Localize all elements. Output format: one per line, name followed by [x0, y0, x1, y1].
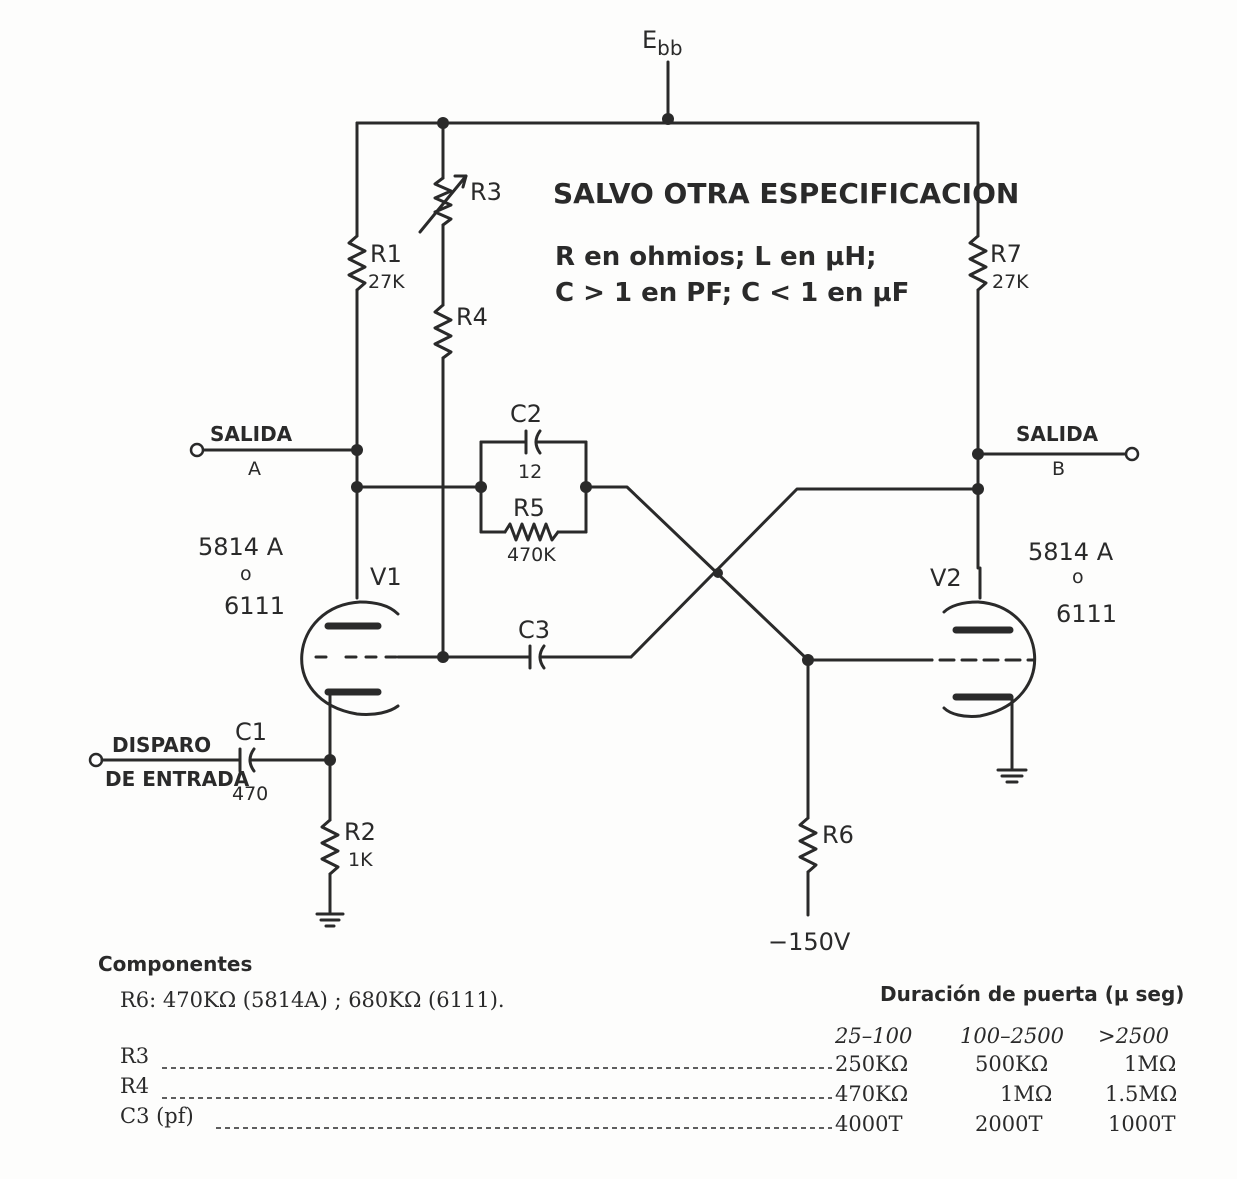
r2-value: 1K: [348, 849, 373, 871]
r3-resistor: [433, 176, 453, 227]
r2-name: R2: [344, 818, 376, 846]
table-row-label: R3: [120, 1044, 149, 1068]
neg-supply-label: −150V: [768, 928, 851, 956]
v2-type-a: 5814 A: [1028, 538, 1114, 566]
v1-or: o: [240, 563, 252, 585]
v1-type-a: 5814 A: [198, 533, 284, 561]
r5-value: 470K: [507, 544, 556, 566]
r6-resistor: R6 −150V: [768, 658, 854, 956]
r3-variable-arrow: [418, 174, 468, 234]
table-cell: 1000T: [1108, 1112, 1175, 1136]
table-cell: 250KΩ: [835, 1052, 908, 1076]
r5-resistor: [503, 522, 560, 542]
output-a-label: SALIDA: [210, 422, 293, 446]
c2-name: C2: [510, 400, 542, 428]
table-cell: 4000T: [835, 1112, 902, 1136]
ground-symbol-v2: [996, 768, 1028, 784]
table-cell: 1.5MΩ: [1105, 1082, 1177, 1106]
parts-heading: Componentes: [98, 952, 252, 976]
note-line-1: R en ohmios; L en µH;: [555, 242, 877, 272]
table-cell: 1MΩ: [1124, 1052, 1176, 1076]
output-a-terminal: SALIDA A: [189, 422, 363, 480]
v2-type-b: 6111: [1056, 600, 1117, 628]
v1-type-b: 6111: [224, 592, 285, 620]
table-title: Duración de puerta (µ seg): [880, 982, 1184, 1006]
v1-name: V1: [370, 563, 402, 591]
r3-r4-branch: R3 R4: [418, 121, 502, 663]
tube-v2: V2 5814 A o 6111: [806, 538, 1117, 770]
r6-note: R6: 470KΩ (5814A) ; 680KΩ (6111).: [120, 988, 505, 1012]
table-col-2: 100–2500: [960, 1024, 1064, 1048]
r3-name: R3: [470, 178, 502, 206]
ground-symbol-v1: [315, 912, 345, 928]
table-col-3: >2500: [1098, 1024, 1169, 1048]
v2-or: o: [1072, 566, 1084, 588]
r7-name: R7: [990, 240, 1022, 268]
table-row-label: C3 (pf): [120, 1104, 194, 1128]
output-b-terminal: SALIDA B: [972, 422, 1140, 480]
output-b-sub: B: [1052, 458, 1065, 480]
parts-list: Componentes R6: 470KΩ (5814A) ; 680KΩ (6…: [98, 952, 505, 1012]
trigger-label-2: DE ENTRADA: [105, 767, 250, 791]
c2-value: 12: [518, 461, 542, 483]
table-cell: 1MΩ: [1000, 1082, 1052, 1106]
c1-name: C1: [235, 718, 267, 746]
r7-value: 27K: [992, 271, 1029, 293]
r4-name: R4: [456, 303, 488, 331]
v2-name: V2: [930, 564, 962, 592]
table-cell: 500KΩ: [975, 1052, 1048, 1076]
gate-duration-table: Duración de puerta (µ seg) 25–100 100–25…: [120, 982, 1184, 1136]
r1-value: 27K: [368, 271, 405, 293]
table-cell: 2000T: [975, 1112, 1042, 1136]
cross-coupling: [584, 483, 984, 666]
c1-value: 470: [232, 783, 268, 805]
r7-resistor: R7 27K: [968, 121, 1029, 570]
specification-note: SALVO OTRA ESPECIFICACION R en ohmios; L…: [553, 177, 1019, 308]
c3-name: C3: [518, 616, 550, 644]
r1-resistor: R1 27K: [347, 121, 405, 570]
tube-v1: V1 5814 A o 6111: [198, 533, 445, 764]
table-row-label: R4: [120, 1074, 149, 1098]
note-heading: SALVO OTRA ESPECIFICACION: [553, 177, 1019, 210]
r2-resistor: R2 1K: [320, 758, 376, 914]
c3-capacitor: C3: [441, 616, 633, 670]
output-a-sub: A: [248, 458, 261, 480]
table-col-1: 25–100: [834, 1024, 912, 1048]
trigger-input: DISPARO DE ENTRADA C1 470: [88, 718, 336, 805]
r4-resistor: [433, 303, 453, 360]
r1-name: R1: [370, 240, 402, 268]
c2-r5-network: C2 12 R5 470K: [351, 400, 592, 566]
output-b-label: SALIDA: [1016, 422, 1099, 446]
note-line-2: C > 1 en PF; C < 1 en µF: [555, 278, 909, 308]
table-cell: 470KΩ: [835, 1082, 908, 1106]
trigger-label-1: DISPARO: [112, 733, 211, 757]
supply-label: Ebb: [642, 26, 683, 60]
r6-name: R6: [822, 821, 854, 849]
supply-rail: Ebb: [355, 26, 980, 129]
r5-name: R5: [513, 494, 545, 522]
